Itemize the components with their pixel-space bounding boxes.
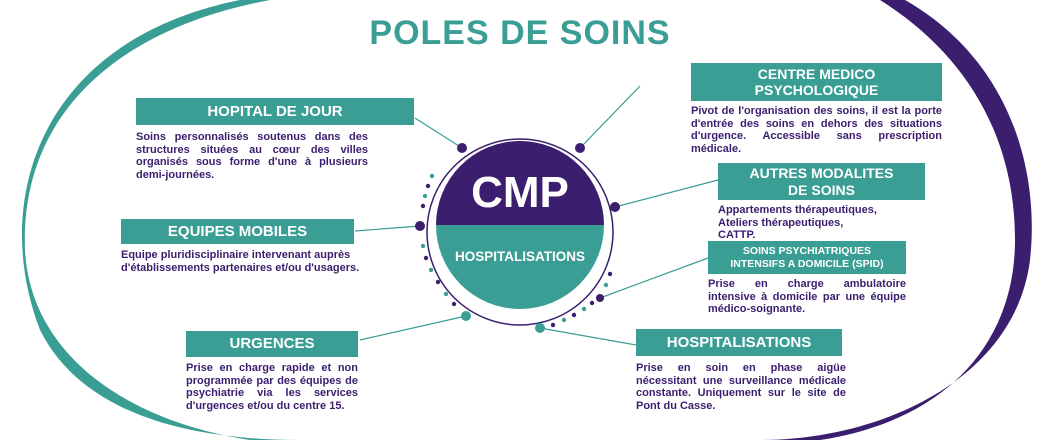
- dot-autres: [610, 202, 620, 212]
- pole-autres-item: Appartements thérapeutiques,: [718, 204, 877, 216]
- pole-autres-label: AUTRES MODALITES DE SOINS: [718, 163, 925, 200]
- connector-autres: [614, 179, 719, 208]
- pole-hospitalisations-label: HOSPITALISATIONS: [636, 329, 842, 356]
- dot-equipes: [415, 221, 425, 231]
- dot-cmp: [575, 143, 585, 153]
- center-top-purple: [436, 141, 604, 225]
- pole-autres-item: CATTP.: [718, 229, 756, 241]
- pole-urgences-text: Prise en charge rapide et non programmée…: [186, 362, 358, 412]
- pole-equipes-mobiles-text: Equipe pluridisciplinaire intervenant au…: [121, 249, 360, 274]
- pole-hopital-de-jour-label: HOPITAL DE JOUR: [136, 98, 414, 125]
- pole-cmp-label: CENTRE MEDICO PSYCHOLOGIQUE: [691, 63, 942, 101]
- pole-spid-label: SOINS PSYCHIATRIQUES INTENSIFS A DOMICIL…: [708, 241, 906, 274]
- center-cmp-label: CMP: [471, 168, 569, 217]
- pole-autres-item: Ateliers thérapeutiques,: [718, 216, 844, 229]
- connector-hospi: [539, 327, 637, 346]
- connector-lines: [354, 85, 719, 346]
- dot-spid: [596, 294, 604, 302]
- dot-hopital: [457, 143, 467, 153]
- dot-urgences: [461, 311, 471, 321]
- connector-hopital: [414, 117, 463, 149]
- ring-dots: [415, 143, 620, 333]
- pole-hospitalisations-text: Prise en soin en phase aigüe nécessitant…: [636, 362, 846, 412]
- center-bottom-teal: [436, 225, 604, 309]
- pole-hopital-de-jour-text: Soins personnalisés soutenus dans des st…: [136, 131, 368, 181]
- pole-spid-text: Prise en charge ambulatoire intensive à …: [708, 278, 906, 315]
- pole-autres-items: Appartements thérapeutiques, Ateliers th…: [718, 204, 928, 242]
- page-title: POLES DE SOINS: [369, 14, 671, 52]
- connector-equipes: [354, 225, 421, 232]
- connector-urgences: [359, 315, 467, 341]
- dot-hospi: [535, 323, 545, 333]
- pole-urgences-label: URGENCES: [186, 331, 358, 357]
- center-hospitalisations-label: HOSPITALISATIONS: [454, 249, 585, 264]
- connector-spid: [599, 257, 709, 299]
- connector-cmp: [579, 85, 641, 149]
- pole-cmp-text: Pivot de l'organisation des soins, il es…: [691, 105, 942, 155]
- ring-small-dots: [420, 173, 613, 328]
- outer-ring: [426, 138, 614, 326]
- pole-equipes-mobiles-label: EQUIPES MOBILES: [121, 219, 354, 244]
